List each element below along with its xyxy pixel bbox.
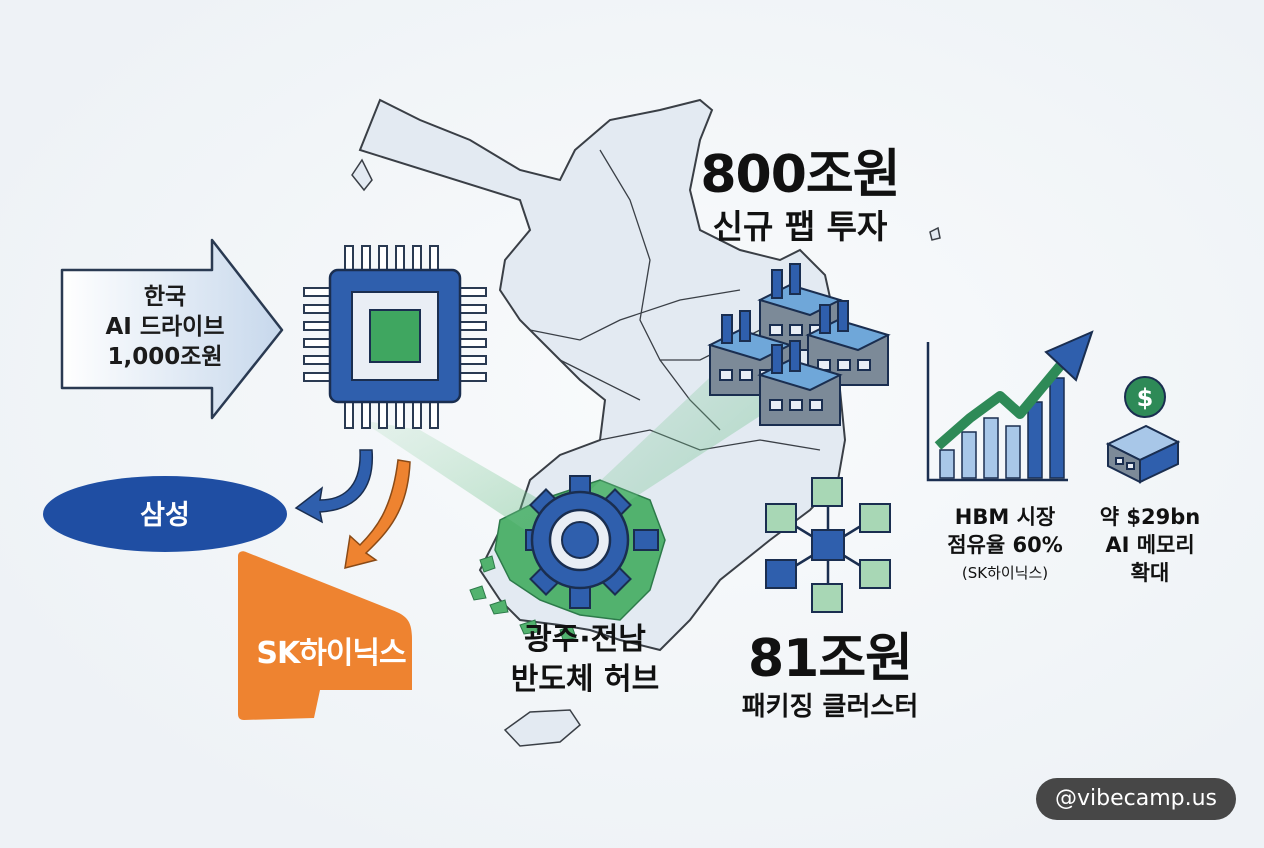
svg-text:$: $ [1137,384,1154,412]
samsung-label: 삼성 [140,500,190,531]
hub-line-1: 광주·전남 [524,622,646,657]
network-cubes-icon [765,477,891,613]
skhynix-label: SK하이닉스 [256,636,406,671]
hbm-line-2: 점유율 60% [947,533,1063,557]
samsung-logo [43,476,287,552]
memory-line-1: 약 $29bn [1099,505,1201,529]
hub-line-2: 반도체 허브 [510,662,660,697]
investment-amount: 800조원 [700,145,900,205]
hbm-line-1: HBM 시장 [954,505,1056,529]
gear-icon [525,475,659,609]
drive-line-3: 1,000조원 [107,344,223,370]
beam-left [360,420,575,540]
skhynix-logo [238,551,412,720]
dollar-box-icon: $ [1105,376,1181,484]
arrow-to-skhynix [344,459,411,570]
packaging-label: 패키징 클러스터 [741,692,919,722]
investment-label: 신규 팹 투자 [712,207,888,246]
hub-label: 광주·전남 반도체 허브 [480,620,690,700]
chip-icon [303,245,487,429]
packaging-amount: 81조원 [747,629,913,689]
korea-ai-drive-label: 한국 AI 드라이브 1,000조원 [60,282,270,372]
arrow-to-samsung [294,449,374,524]
hbm-note: (SK하이닉스) [961,564,1049,582]
hbm-share-label: HBM 시장 점유율 60% (SK하이닉스) [905,503,1105,587]
watermark-badge[interactable]: @vibecamp.us [1036,778,1236,820]
factory-icon [707,263,891,426]
arrow-right-icon [60,238,284,420]
memory-line-3: 확대 [1130,561,1170,585]
ai-memory-label: 약 $29bn AI 메모리 확대 [1080,503,1220,587]
memory-line-2: AI 메모리 [1105,533,1195,557]
drive-line-1: 한국 [143,284,187,310]
drive-line-2: AI 드라이브 [105,314,225,340]
growth-chart-icon [926,330,1094,482]
